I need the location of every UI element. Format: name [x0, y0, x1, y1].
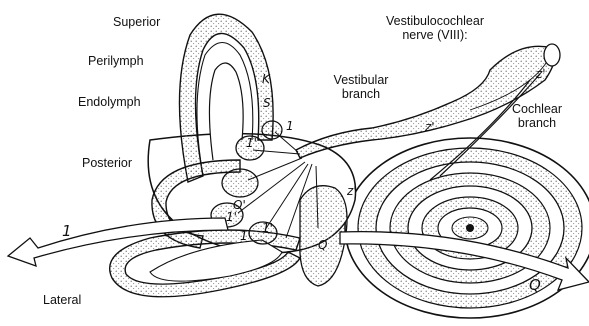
annotation-z-prime-top: z'	[425, 121, 435, 135]
cochlear-branch-label: Cochlear branch	[500, 102, 574, 131]
annotation-s: S	[263, 97, 271, 111]
lateral-label: Lateral	[43, 293, 81, 307]
perilymph-label: Perilymph	[88, 54, 144, 68]
annotation-q-arrow: Q	[529, 277, 541, 294]
annotation-one-upper: 1	[286, 120, 294, 134]
annotation-one-prime-d: 1'	[262, 222, 273, 236]
annotation-z-prime-nerve: z'	[536, 68, 546, 82]
posterior-label: Posterior	[82, 156, 132, 170]
annotation-q-small: Q	[318, 239, 327, 253]
cochlear-branch-line1: Cochlear	[500, 102, 574, 116]
annotation-one-prime-b: 1'	[226, 211, 237, 225]
annotation-z-prime-mid: z'	[347, 185, 357, 199]
annotation-one-prime-c: 1'	[240, 230, 251, 244]
endolymph-label: Endolymph	[78, 95, 141, 109]
superior-label: Superior	[113, 15, 160, 29]
nerve-label-line1: Vestibulocochlear	[360, 14, 510, 28]
cochlear-branch-line2: branch	[500, 116, 574, 130]
cochlea	[345, 138, 589, 318]
vestibular-branch-line2: branch	[318, 87, 404, 101]
annotation-k: K	[262, 73, 270, 87]
vestibular-branch-label: Vestibular branch	[318, 73, 404, 102]
nerve-label: Vestibulocochlear nerve (VIII):	[360, 14, 510, 43]
annotation-one-arrow: 1	[62, 223, 72, 240]
nerve-label-line2: nerve (VIII):	[360, 28, 510, 42]
annotation-one-prime-a: 1'	[246, 137, 257, 151]
vestibular-branch-line1: Vestibular	[318, 73, 404, 87]
